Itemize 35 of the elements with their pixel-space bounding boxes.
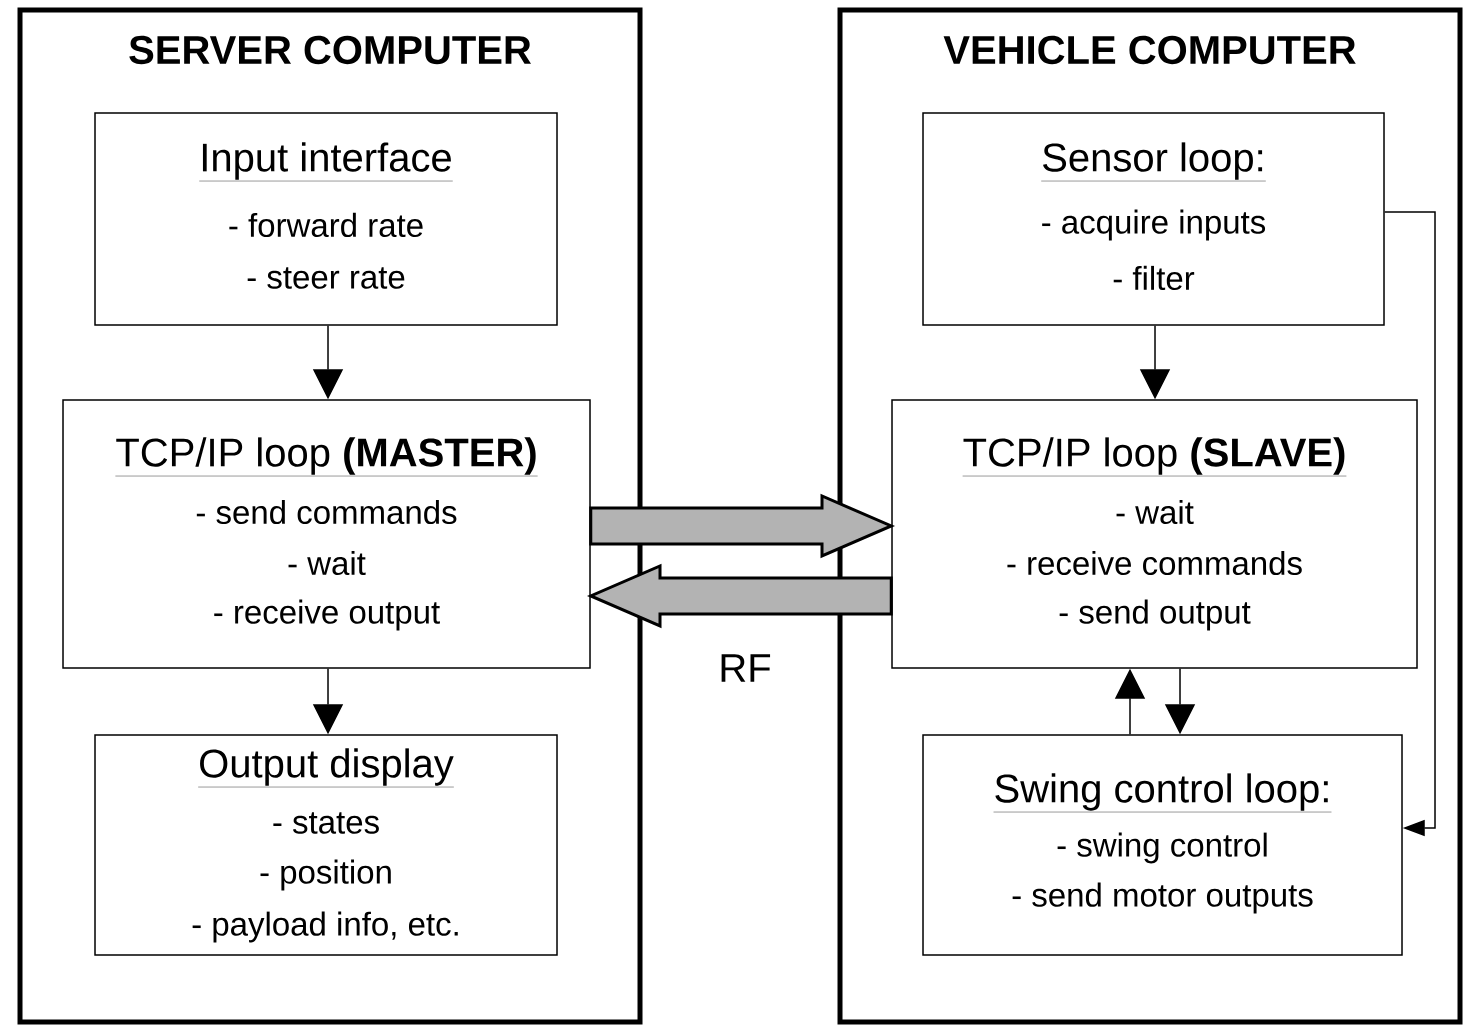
- panel-title: VEHICLE COMPUTER: [943, 35, 1356, 65]
- list-item: - send motor outputs: [1012, 882, 1313, 914]
- panel-title: SERVER COMPUTER: [129, 35, 531, 65]
- list-item: - steer rate: [247, 267, 405, 289]
- list-item: - forward rate: [229, 212, 423, 238]
- box-heading: TCP/IP loop (MASTER): [115, 437, 538, 477]
- arrow: [1384, 211, 1436, 837]
- box-heading: Sensor loop:: [1041, 142, 1266, 182]
- box-heading: TCP/IP loop (SLAVE): [962, 437, 1347, 477]
- process-box: [62, 399, 591, 669]
- list-item: - wait: [288, 550, 366, 576]
- computer-panel: [17, 7, 643, 1025]
- list-item: - states: [273, 812, 379, 834]
- box-heading: Output display: [197, 748, 455, 788]
- list-item: - receive commands: [1007, 550, 1302, 576]
- process-box: [922, 734, 1403, 956]
- process-box: [922, 112, 1385, 326]
- process-box: [94, 112, 558, 326]
- block-arrow: [587, 563, 893, 629]
- list-item: - acquire inputs: [1042, 209, 1266, 241]
- list-item: - swing control: [1057, 832, 1267, 864]
- box-heading: Swing control loop:: [993, 773, 1332, 813]
- box-heading: Input interface: [199, 142, 453, 182]
- list-item: - receive output: [214, 599, 440, 631]
- list-item: - filter: [1113, 265, 1195, 291]
- list-item: - position: [260, 859, 391, 891]
- signal-label: RF: [721, 654, 771, 682]
- list-item: - payload info, etc.: [192, 911, 458, 943]
- block-arrow: [589, 493, 896, 559]
- list-item: - wait: [1116, 499, 1194, 525]
- computer-panel: [837, 7, 1463, 1025]
- process-box: [891, 399, 1418, 669]
- process-box: [94, 734, 558, 956]
- list-item: - send output: [1059, 599, 1251, 631]
- list-item: - send commands: [196, 499, 457, 525]
